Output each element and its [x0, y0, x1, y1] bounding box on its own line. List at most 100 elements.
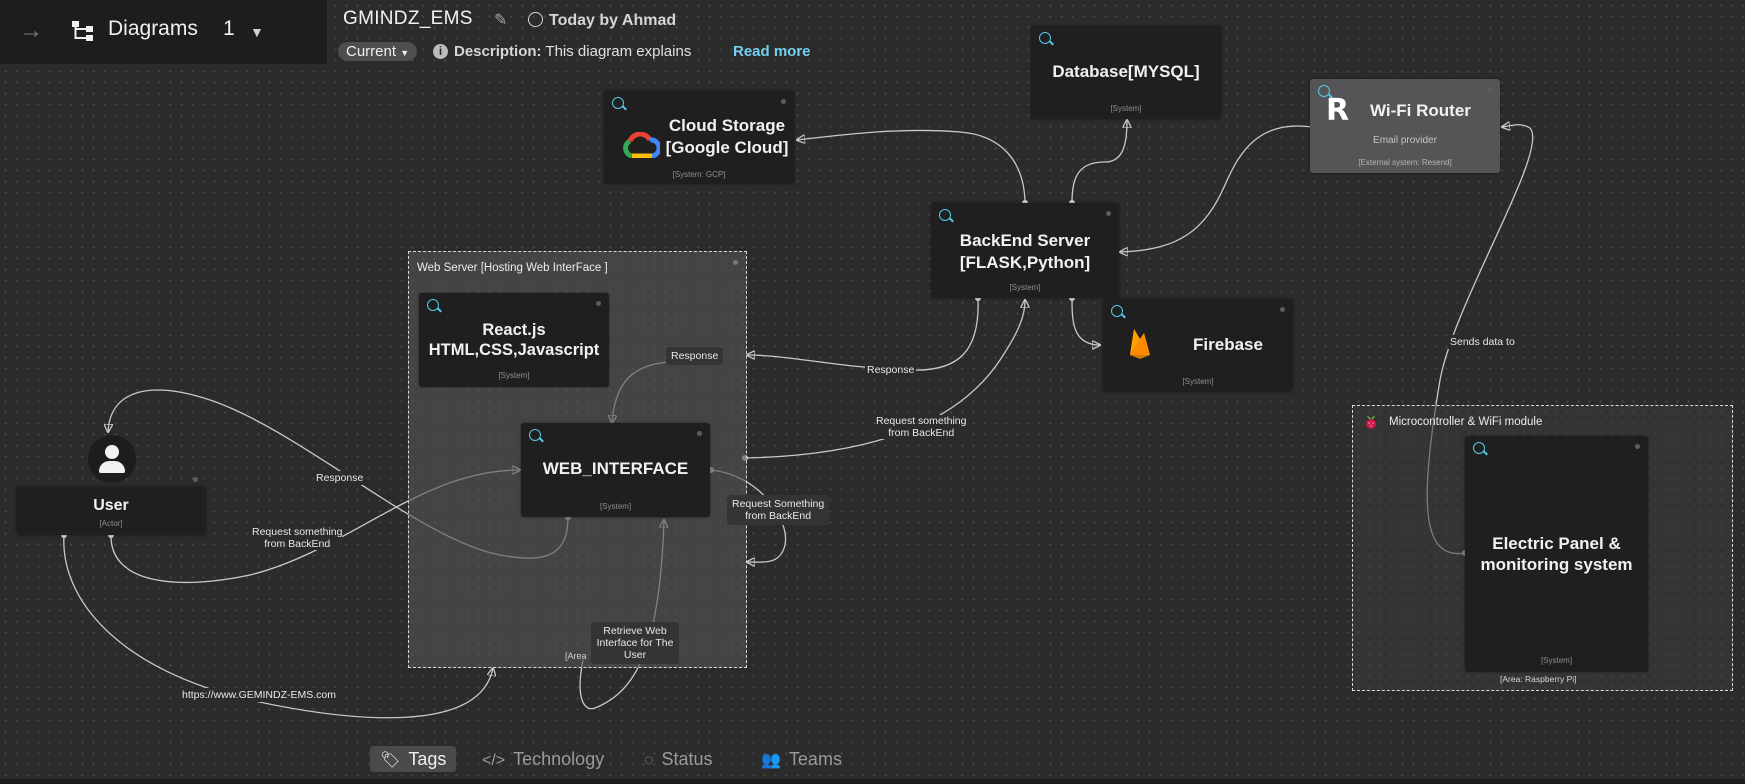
node-dot	[1280, 307, 1285, 312]
edge-label-request-backend: Request something from BackEnd	[876, 415, 967, 439]
edge-label-line2: Interface for The	[596, 637, 674, 649]
description-text: This diagram explains	[545, 43, 692, 60]
code-icon: </>	[482, 752, 506, 769]
tab-teams[interactable]: 👥 Teams	[761, 746, 842, 772]
tab-technology[interactable]: </> Technology	[482, 746, 604, 772]
resend-logo: R	[1326, 93, 1350, 128]
read-more-link[interactable]: Read more	[733, 43, 811, 60]
group-area-label: [Area	[565, 651, 587, 661]
edge-label-response: Response	[666, 347, 724, 365]
zoom-icon[interactable]	[1473, 442, 1485, 454]
zoom-icon[interactable]	[612, 97, 624, 109]
spinner-icon: ◌	[644, 752, 654, 769]
edge-label-line1: Request Something	[732, 498, 825, 510]
tag-icon: 🏷	[380, 752, 401, 769]
caret-down-icon: ▼	[400, 48, 410, 58]
description: Description: This diagram explains	[454, 43, 691, 60]
expand-arrow-icon[interactable]: →	[19, 17, 43, 44]
node-subtitle: [System]	[498, 371, 530, 380]
tab-tags[interactable]: 🏷 Tags	[370, 746, 457, 772]
zoom-icon[interactable]	[1039, 32, 1051, 44]
zoom-icon[interactable]	[427, 299, 439, 311]
tab-label: Technology	[513, 749, 605, 769]
tab-label: Status	[661, 749, 713, 769]
node-dot	[1106, 211, 1111, 216]
bottom-bar	[0, 779, 1745, 784]
edge-label-request-self: Request Something from BackEnd	[727, 495, 830, 525]
edge-label-url: https://www.GEMINDZ-EMS.com	[180, 688, 339, 702]
last-updated: Today by Ahmad	[528, 10, 676, 30]
tab-label: Teams	[788, 749, 842, 769]
diagram-title: GMINDZ_EMS	[343, 8, 473, 29]
node-user[interactable]: User [Actor]	[16, 477, 206, 535]
zoom-icon[interactable]	[1111, 305, 1123, 317]
group-dot	[733, 260, 738, 265]
pencil-icon[interactable]: ✎	[494, 12, 508, 29]
edge-label-line1: Request something	[876, 415, 967, 427]
node-title-line2: [Google Cloud]	[665, 138, 789, 157]
diagram-tree-icon	[72, 21, 93, 41]
node-dot	[1487, 87, 1492, 92]
node-title: WEB_INTERFACE	[542, 459, 689, 478]
node-subtitle: [System]	[1540, 656, 1573, 665]
node-subtitle: [System]	[1110, 104, 1142, 113]
google-cloud-logo	[623, 132, 660, 158]
node-dot	[781, 99, 786, 104]
version-dropdown[interactable]: Current ▼	[338, 42, 418, 61]
node-title-line1: React.js	[482, 321, 546, 339]
user-avatar-icon	[88, 435, 136, 483]
edge-label-line2: from BackEnd	[888, 427, 955, 439]
node-cloud-storage[interactable]: Cloud Storage [Google Cloud] [System: GC…	[604, 91, 794, 184]
node-description: Email provider	[1373, 135, 1437, 146]
node-backend-server[interactable]: BackEnd Server [FLASK,Python] [System]	[931, 203, 1119, 298]
caret-down-icon[interactable]: ▼	[250, 24, 264, 40]
zoom-icon[interactable]	[1318, 85, 1330, 97]
node-subtitle: [System: GCP]	[672, 170, 726, 179]
node-wifi-router[interactable]: R Wi-Fi Router Email provider [External …	[1310, 79, 1500, 173]
node-title-line2: HTML,CSS,Javascript	[428, 341, 600, 359]
description-label: Description:	[454, 43, 542, 60]
node-dot	[1635, 444, 1640, 449]
tab-label: Tags	[408, 749, 447, 769]
group-title: Web Server [Hosting Web InterFace ]	[417, 262, 608, 274]
diagram-selector-bar	[0, 0, 327, 64]
edge-label-line1: Retrieve Web	[603, 625, 667, 637]
node-subtitle: [Actor]	[99, 519, 123, 528]
node-dot	[193, 477, 198, 482]
node-dot	[596, 301, 601, 306]
edge-label-response-backend: Response	[865, 363, 917, 377]
node-react[interactable]: React.js HTML,CSS,Javascript [System]	[419, 293, 609, 387]
edge-label-line3: User	[623, 649, 647, 661]
edge-label-retrieve: Retrieve Web Interface for The User	[591, 622, 679, 664]
info-icon: i	[433, 44, 448, 59]
node-firebase[interactable]: Firebase [System]	[1103, 299, 1293, 392]
node-title: Database[MYSQL]	[1052, 62, 1200, 81]
last-updated-text: Today by Ahmad	[549, 12, 677, 29]
users-icon: 👥	[761, 752, 781, 769]
node-title: Firebase	[1193, 335, 1263, 354]
raspberry-pi-icon	[1366, 416, 1376, 429]
node-title: Wi-Fi Router	[1370, 101, 1471, 120]
edge-backend-response	[747, 297, 979, 371]
node-title: Electric Panel & monitoring system	[1465, 533, 1648, 575]
edge-label-line2: from BackEnd	[264, 538, 331, 550]
diagrams-label[interactable]: Diagrams	[108, 17, 198, 40]
zoom-icon[interactable]	[939, 209, 951, 221]
edge-backend-cloud	[797, 129, 1026, 206]
node-title-line1: Cloud Storage	[668, 116, 786, 135]
node-title: User	[93, 497, 129, 514]
node-subtitle: [System]	[599, 502, 632, 511]
edge-label-line2: from BackEnd	[745, 510, 812, 522]
node-electric-panel[interactable]: Electric Panel & monitoring system [Syst…	[1465, 436, 1648, 672]
node-title-line2: monitoring system	[1480, 555, 1633, 574]
node-title: Cloud Storage [Google Cloud]	[660, 115, 794, 159]
node-title: BackEnd Server [FLASK,Python]	[931, 230, 1119, 274]
zoom-icon[interactable]	[529, 429, 541, 441]
edge-router-backend	[1120, 125, 1313, 252]
node-title-line1: BackEnd Server	[959, 231, 1091, 250]
clock-icon	[528, 12, 543, 27]
edge-label-sends-data: Sends data to	[1448, 335, 1517, 349]
tab-status[interactable]: ◌ Status	[644, 746, 713, 772]
node-database[interactable]: Database[MYSQL] [System]	[1031, 26, 1221, 119]
node-web-interface[interactable]: WEB_INTERFACE [System]	[521, 423, 710, 517]
